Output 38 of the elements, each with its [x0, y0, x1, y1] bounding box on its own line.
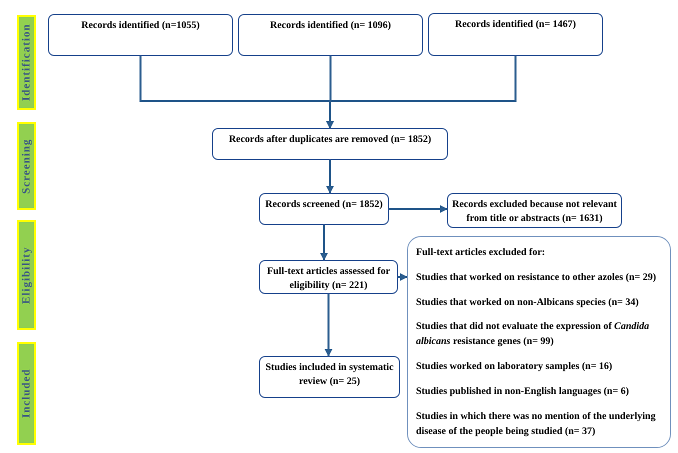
- stage-label: Screening: [19, 138, 34, 194]
- arrow: [324, 294, 332, 357]
- box-text: Records identified (n= 1096): [270, 19, 391, 33]
- stage-band: [17, 342, 36, 445]
- exclusion-reason: Studies that worked on resistance to other azoles (n= 29): [416, 270, 658, 285]
- box-text: Full-text articles assessed for eligibility (n= 221): [266, 265, 392, 293]
- process-box: [447, 193, 622, 228]
- exclusion-reason: Studies worked on laboratory samples (n= 16): [416, 360, 614, 374]
- process-box: [238, 14, 423, 56]
- arrow: [326, 160, 334, 194]
- arrow: [398, 273, 408, 281]
- exclusion-panel: [407, 236, 671, 448]
- arrow: [320, 225, 328, 261]
- stage-band: [17, 220, 36, 330]
- process-box: [259, 260, 398, 294]
- arrow: [326, 56, 516, 129]
- exclusion-reason: Studies that did not evaluate the expression of Candida albicans resistance genes (n= 99): [416, 320, 650, 350]
- stage-band: [17, 15, 36, 110]
- exclusion-heading: Full-text articles excluded for:: [416, 246, 546, 260]
- box-text: Records screened (n= 1852): [265, 198, 383, 212]
- box-text: Records after duplicates are removed (n= 1852): [228, 133, 432, 147]
- process-box: [428, 13, 603, 56]
- stage-band: [17, 122, 36, 210]
- exclusion-reason: Studies that worked on non-Albicans species (n= 34): [416, 296, 640, 310]
- process-box: [259, 193, 389, 225]
- stage-label: Included: [19, 368, 34, 418]
- box-text: Records excluded because not relevant from title or abstracts (n= 1631): [452, 198, 617, 226]
- process-box: [48, 14, 233, 56]
- box-text: Studies included in systematic review (n= 25): [264, 361, 395, 389]
- exclusion-reason: Studies published in non-English languages (n= 6): [416, 385, 630, 400]
- process-box: [259, 356, 400, 398]
- stage-label: Identification: [19, 24, 34, 102]
- stage-label: Eligibility: [19, 246, 34, 304]
- process-box: [212, 128, 448, 160]
- arrow: [389, 205, 448, 213]
- exclusion-reason: Studies in which there was no mention of the underlying disease of the people being studied (n= 37): [416, 410, 657, 439]
- box-text: Records identified (n=1055): [81, 19, 200, 33]
- box-text: Records identified (n= 1467): [455, 18, 576, 32]
